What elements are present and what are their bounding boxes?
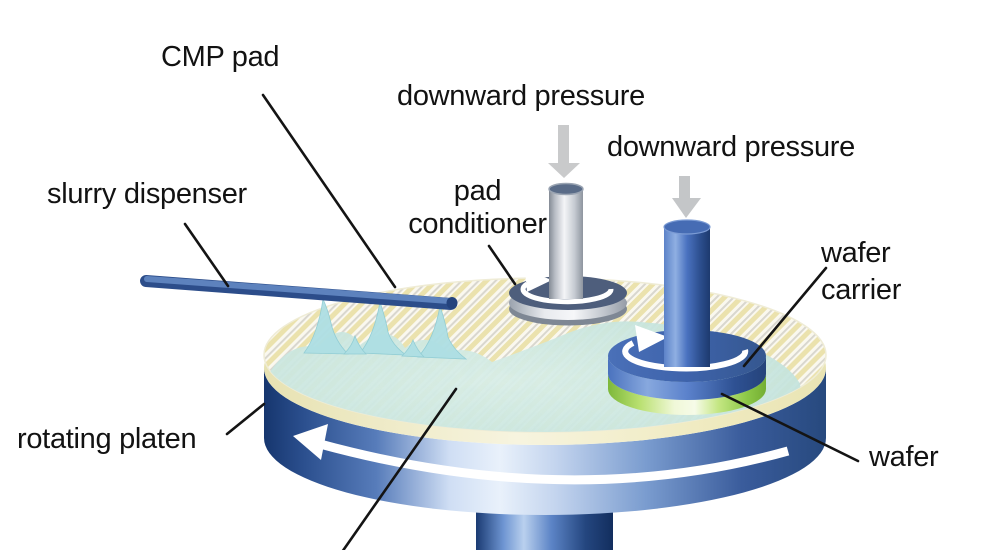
- leader-line-wafer: [720, 392, 860, 463]
- wafer-ring: [608, 374, 766, 415]
- label-pad-conditioner: pad conditioner: [390, 175, 565, 241]
- slurry-splash-icon: [303, 297, 468, 360]
- rotating-platen-side: [264, 368, 826, 515]
- label-downward-pressure-right: downward pressure: [607, 131, 855, 163]
- label-wafer-carrier-line2: carrier: [821, 274, 902, 306]
- wafer-carrier-shaft: [663, 219, 711, 367]
- label-wafer-carrier-line1: wafer: [821, 237, 891, 269]
- label-wafer-carrier: wafer carrier: [821, 235, 901, 309]
- label-downward-pressure-left: downward pressure: [397, 80, 645, 112]
- slurry-dispenser-rod: [140, 275, 458, 310]
- pressure-arrow-right-icon: [672, 176, 701, 218]
- platen-rotation-arrow-icon: [293, 424, 790, 485]
- label-cmp-pad: CMP pad: [161, 41, 280, 73]
- label-wafer: wafer: [869, 441, 939, 473]
- leader-line-slurry: [341, 387, 458, 550]
- pressure-arrow-left-icon: [548, 125, 580, 178]
- leader-line-cmp-pad: [261, 93, 397, 289]
- label-pad-conditioner-line2: conditioner: [408, 208, 547, 240]
- wafer-carrier-rotation-arrow-icon: [622, 325, 749, 372]
- pad-conditioner-rotation-arrow-icon: [520, 270, 614, 305]
- label-rotating-platen: rotating platen: [17, 423, 197, 455]
- leader-line-pad-conditioner: [487, 244, 517, 286]
- leader-line-rotating-platen: [225, 402, 266, 436]
- label-slurry-dispenser: slurry dispenser: [47, 178, 247, 210]
- leader-line-wafer-carrier: [742, 266, 828, 368]
- leader-line-slurry-dispenser: [183, 222, 230, 288]
- label-pad-conditioner-line1: pad: [453, 175, 502, 207]
- pad-conditioner-shaft: [548, 182, 584, 299]
